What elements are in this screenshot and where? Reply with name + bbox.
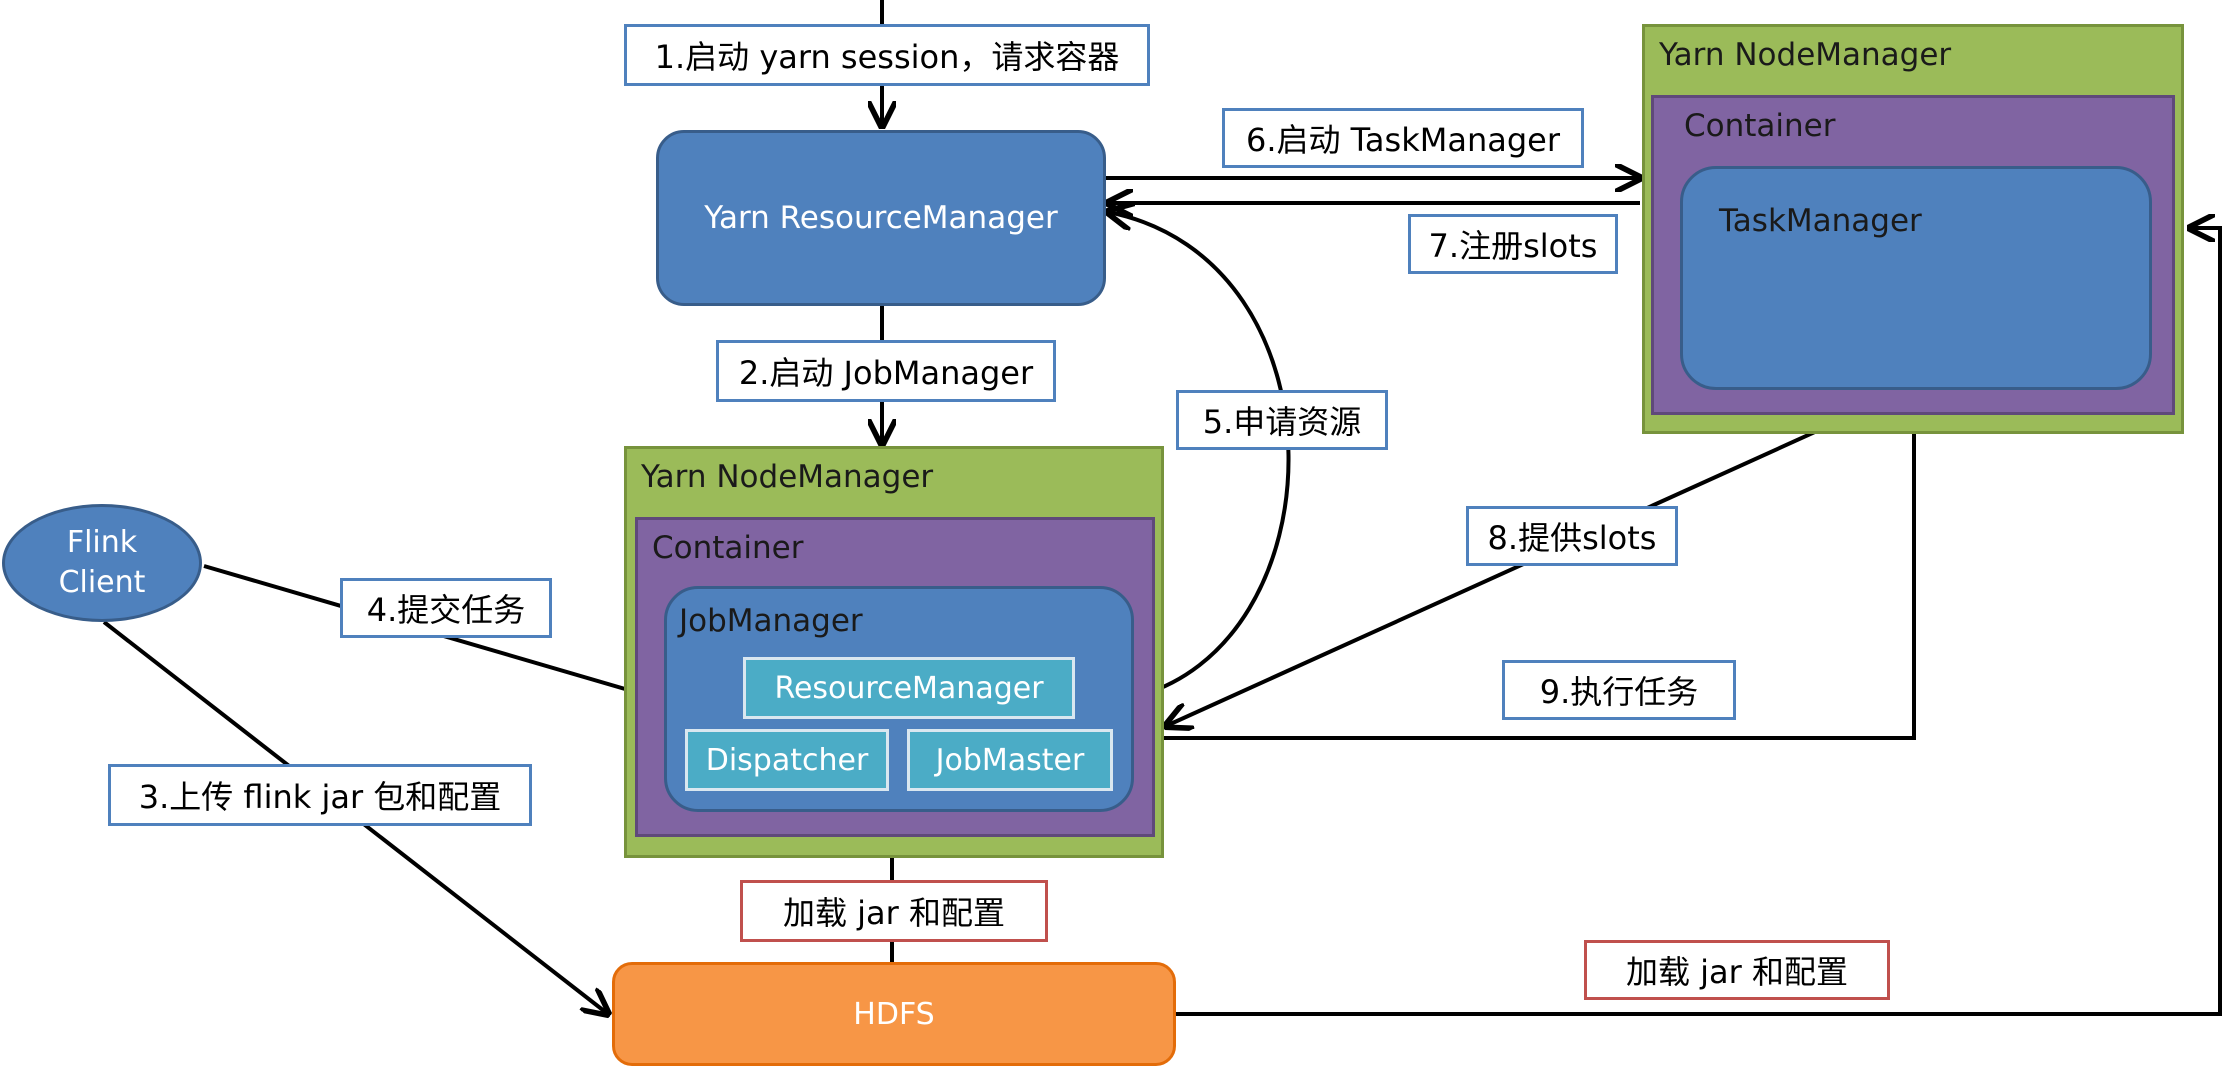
nodemanager-left: Yarn NodeManager Container JobManager Re…: [624, 446, 1164, 858]
container-left: Container JobManager ResourceManager Dis…: [635, 517, 1155, 837]
jobmanager-title: JobManager: [679, 603, 863, 639]
container-right-title: Container: [1684, 108, 1836, 144]
label-step9: 9.执行任务: [1502, 660, 1736, 720]
label-step5: 5.申请资源: [1176, 390, 1388, 450]
label-step8: 8.提供slots: [1466, 506, 1678, 566]
taskmanager-box: TaskManager: [1680, 166, 2152, 390]
container-right: Container TaskManager: [1651, 95, 2175, 415]
arrow-step9: [1130, 390, 1914, 740]
jobmanager-box: JobManager ResourceManager Dispatcher Jo…: [664, 586, 1134, 812]
hdfs-label: HDFS: [853, 996, 935, 1032]
nodemanager-right: Yarn NodeManager Container TaskManager: [1642, 24, 2184, 434]
label-step2: 2.启动 JobManager: [716, 340, 1056, 402]
jm-resourcemanager-label: ResourceManager: [774, 670, 1044, 706]
label-load-right: 加载 jar 和配置: [1584, 940, 1890, 1000]
label-step4: 4.提交任务: [340, 578, 552, 638]
taskmanager-title: TaskManager: [1719, 203, 1922, 239]
yarn-resourcemanager-label: Yarn ResourceManager: [704, 200, 1058, 236]
jm-resourcemanager-box: ResourceManager: [743, 657, 1075, 719]
label-step1: 1.启动 yarn session，请求容器: [624, 24, 1150, 86]
label-step6: 6.启动 TaskManager: [1222, 108, 1584, 168]
dispatcher-box: Dispatcher: [685, 729, 889, 791]
arrow-load-right: [1176, 228, 2222, 1016]
jobmaster-label: JobMaster: [935, 742, 1085, 778]
nodemanager-left-title: Yarn NodeManager: [641, 459, 934, 495]
label-step7: 7.注册slots: [1408, 214, 1618, 274]
flink-client-line1: Flink: [66, 525, 138, 560]
flink-client-node: Flink Client: [2, 504, 202, 622]
label-step3: 3.上传 flink jar 包和配置: [108, 764, 532, 826]
nodemanager-right-title: Yarn NodeManager: [1659, 37, 1952, 73]
flink-client-line2: Client: [58, 565, 146, 600]
label-load-left: 加载 jar 和配置: [740, 880, 1048, 942]
dispatcher-label: Dispatcher: [705, 742, 869, 778]
arrow-step5: [1108, 212, 1291, 700]
jobmaster-box: JobMaster: [907, 729, 1113, 791]
hdfs-box: HDFS: [612, 962, 1176, 1066]
container-left-title: Container: [652, 530, 804, 566]
yarn-resourcemanager-box: Yarn ResourceManager: [656, 130, 1106, 306]
